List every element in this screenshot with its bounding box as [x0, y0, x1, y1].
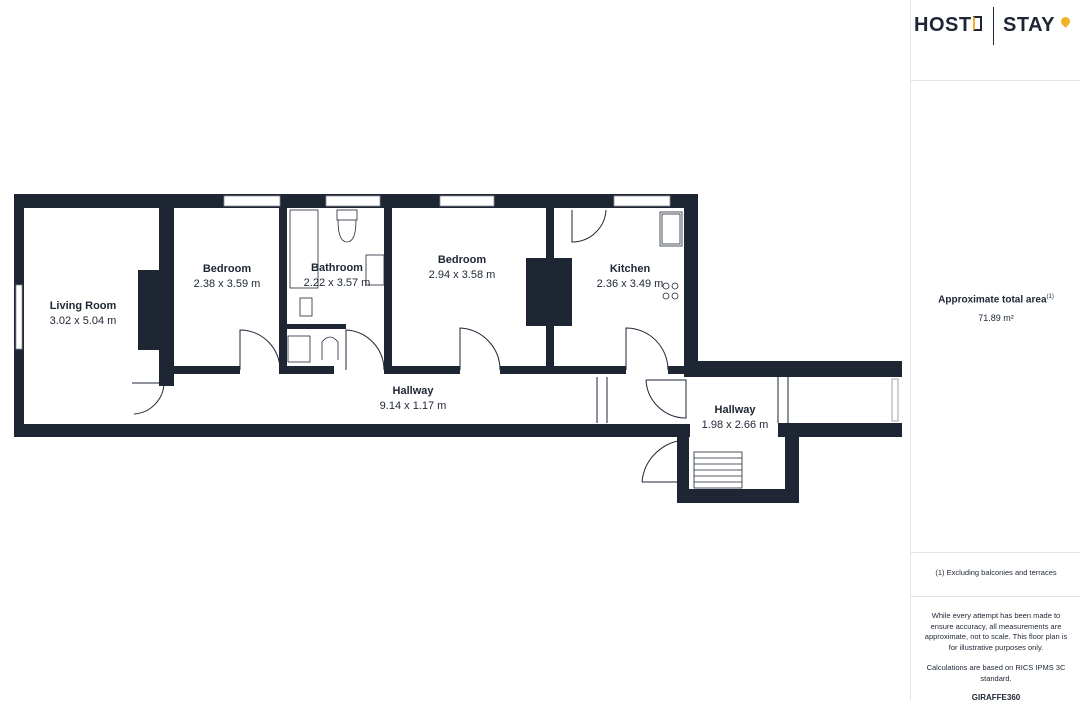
calculation-note: Calculations are based on RICS IPMS 3C s…	[926, 663, 1066, 683]
area-title: Approximate total area(1)	[938, 294, 1054, 306]
room-name-hallway-1: Hallway	[393, 385, 435, 397]
doors	[132, 209, 789, 483]
kitchen-fixtures	[659, 211, 683, 300]
walls	[14, 194, 902, 503]
room-dims-bedroom-2: 2.94 x 3.58 m	[429, 269, 496, 281]
logo-stay-text: STAY	[1003, 14, 1056, 36]
room-dims-bathroom: 2.22 x 3.57 m	[304, 277, 371, 289]
divider	[911, 596, 1080, 597]
room-dims-kitchen: 2.36 x 3.49 m	[597, 278, 664, 290]
logo-pin-icon	[1059, 15, 1072, 28]
disclaimer: While every attempt has been made to ens…	[924, 611, 1068, 652]
room-name-bedroom-1: Bedroom	[203, 263, 252, 275]
floor-plan: Living Room 3.02 x 5.04 m Bedroom 2.38 x…	[14, 194, 902, 503]
room-name-kitchen: Kitchen	[610, 263, 651, 275]
room-dims-hallway-2: 1.98 x 2.66 m	[702, 419, 769, 431]
bathroom-fixtures	[287, 209, 385, 363]
logo-host-text: HOST	[914, 14, 972, 36]
sidebar: HOST STAY Approximate total area(1) 71.8…	[910, 0, 1080, 702]
room-name-living-room: Living Room	[50, 300, 117, 312]
stairs	[693, 451, 743, 489]
area-footnote-ref: (1)	[1046, 294, 1054, 300]
giraffe-brand: GIRAFFE360	[971, 693, 1021, 702]
footnote: (1) Excluding balconies and terraces	[935, 568, 1057, 577]
divider	[911, 552, 1080, 553]
logo-divider	[993, 7, 994, 45]
brand-logo: HOST STAY	[911, 0, 1080, 81]
room-dims-living-room: 3.02 x 5.04 m	[50, 315, 117, 327]
room-dims-bedroom-1: 2.38 x 3.59 m	[194, 278, 261, 290]
windows	[15, 195, 899, 422]
room-name-bedroom-2: Bedroom	[438, 254, 487, 266]
room-name-bathroom: Bathroom	[311, 262, 363, 274]
logo-door-icon	[973, 16, 982, 31]
area-value: 71.89 m²	[978, 313, 1014, 323]
room-name-hallway-2: Hallway	[715, 404, 757, 416]
room-dims-hallway-1: 9.14 x 1.17 m	[380, 400, 447, 412]
